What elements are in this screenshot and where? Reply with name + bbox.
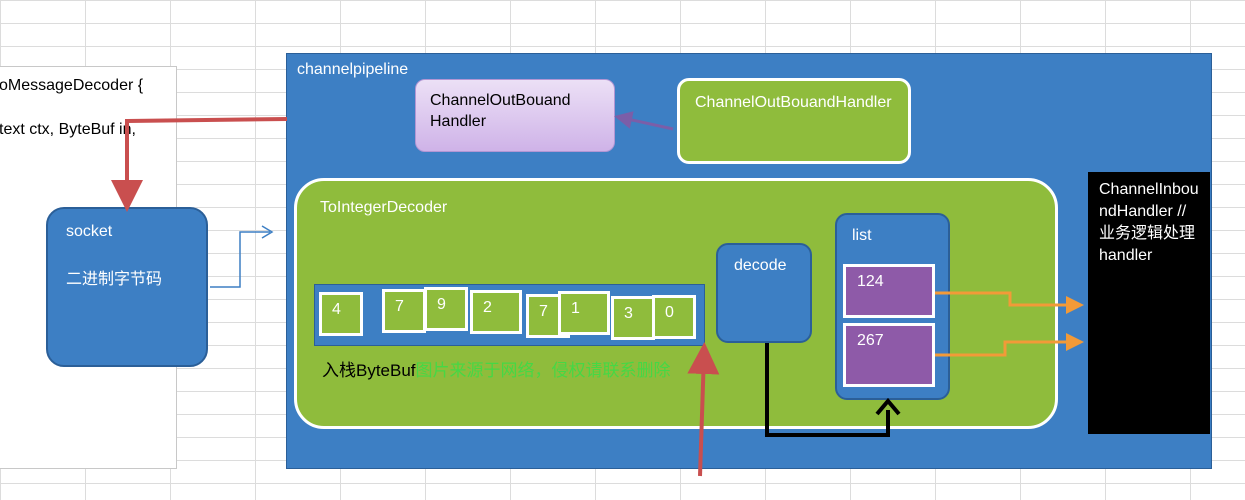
to-integer-decoder-label: ToIntegerDecoder bbox=[320, 199, 448, 216]
socket-title: socket bbox=[66, 223, 113, 240]
socket-subtitle: 二进制字节码 bbox=[66, 271, 163, 288]
code-line-1: oMessageDecoder { bbox=[0, 77, 144, 94]
arrow-item1-to-inbound bbox=[935, 291, 1084, 314]
arrow-decode-to-list-head bbox=[875, 397, 901, 416]
byte-cell: 1 bbox=[558, 291, 610, 335]
byte-cell: 4 bbox=[319, 292, 363, 336]
outbound-handler-2: ChannelOutBouandHandler bbox=[677, 78, 911, 164]
channel-pipeline-label: channelpipeline bbox=[297, 61, 409, 78]
list-label: list bbox=[852, 227, 872, 244]
decode-node: decode bbox=[716, 243, 812, 343]
watermark-text: 图片来源于网络，侵权请联系删除 bbox=[415, 361, 671, 380]
byte-cell: 0 bbox=[652, 295, 696, 339]
arrow-socket-to-pipeline-head bbox=[261, 225, 274, 239]
socket-node: socket 二进制字节码 bbox=[46, 207, 208, 367]
arrow-item2-to-inbound bbox=[935, 333, 1084, 357]
channel-inbound-handler: ChannelInboundHandler //业务逻辑处理handler bbox=[1088, 172, 1210, 434]
arrow-decode-to-list bbox=[765, 343, 890, 437]
byte-cell: 2 bbox=[470, 290, 522, 334]
bytebuf-label-row: 入栈ByteBuf图片来源于网络，侵权请联系删除 bbox=[322, 356, 671, 381]
arrow-up-to-bytebuf bbox=[687, 342, 720, 477]
arrow-socket-to-pipeline bbox=[210, 231, 270, 288]
byte-cell: 3 bbox=[611, 296, 655, 340]
list-item: 267 bbox=[843, 323, 935, 387]
list-item: 124 bbox=[843, 264, 935, 318]
byte-cell: 9 bbox=[424, 287, 468, 331]
arrow-outbound-link bbox=[614, 111, 674, 131]
arrow-code-to-socket bbox=[111, 117, 288, 212]
code-line-2: text ctx, ByteBuf in, bbox=[0, 121, 136, 138]
bytebuf-label: 入栈ByteBuf bbox=[322, 361, 416, 380]
outbound-handler-1: ChannelOutBouand Handler bbox=[415, 79, 615, 152]
